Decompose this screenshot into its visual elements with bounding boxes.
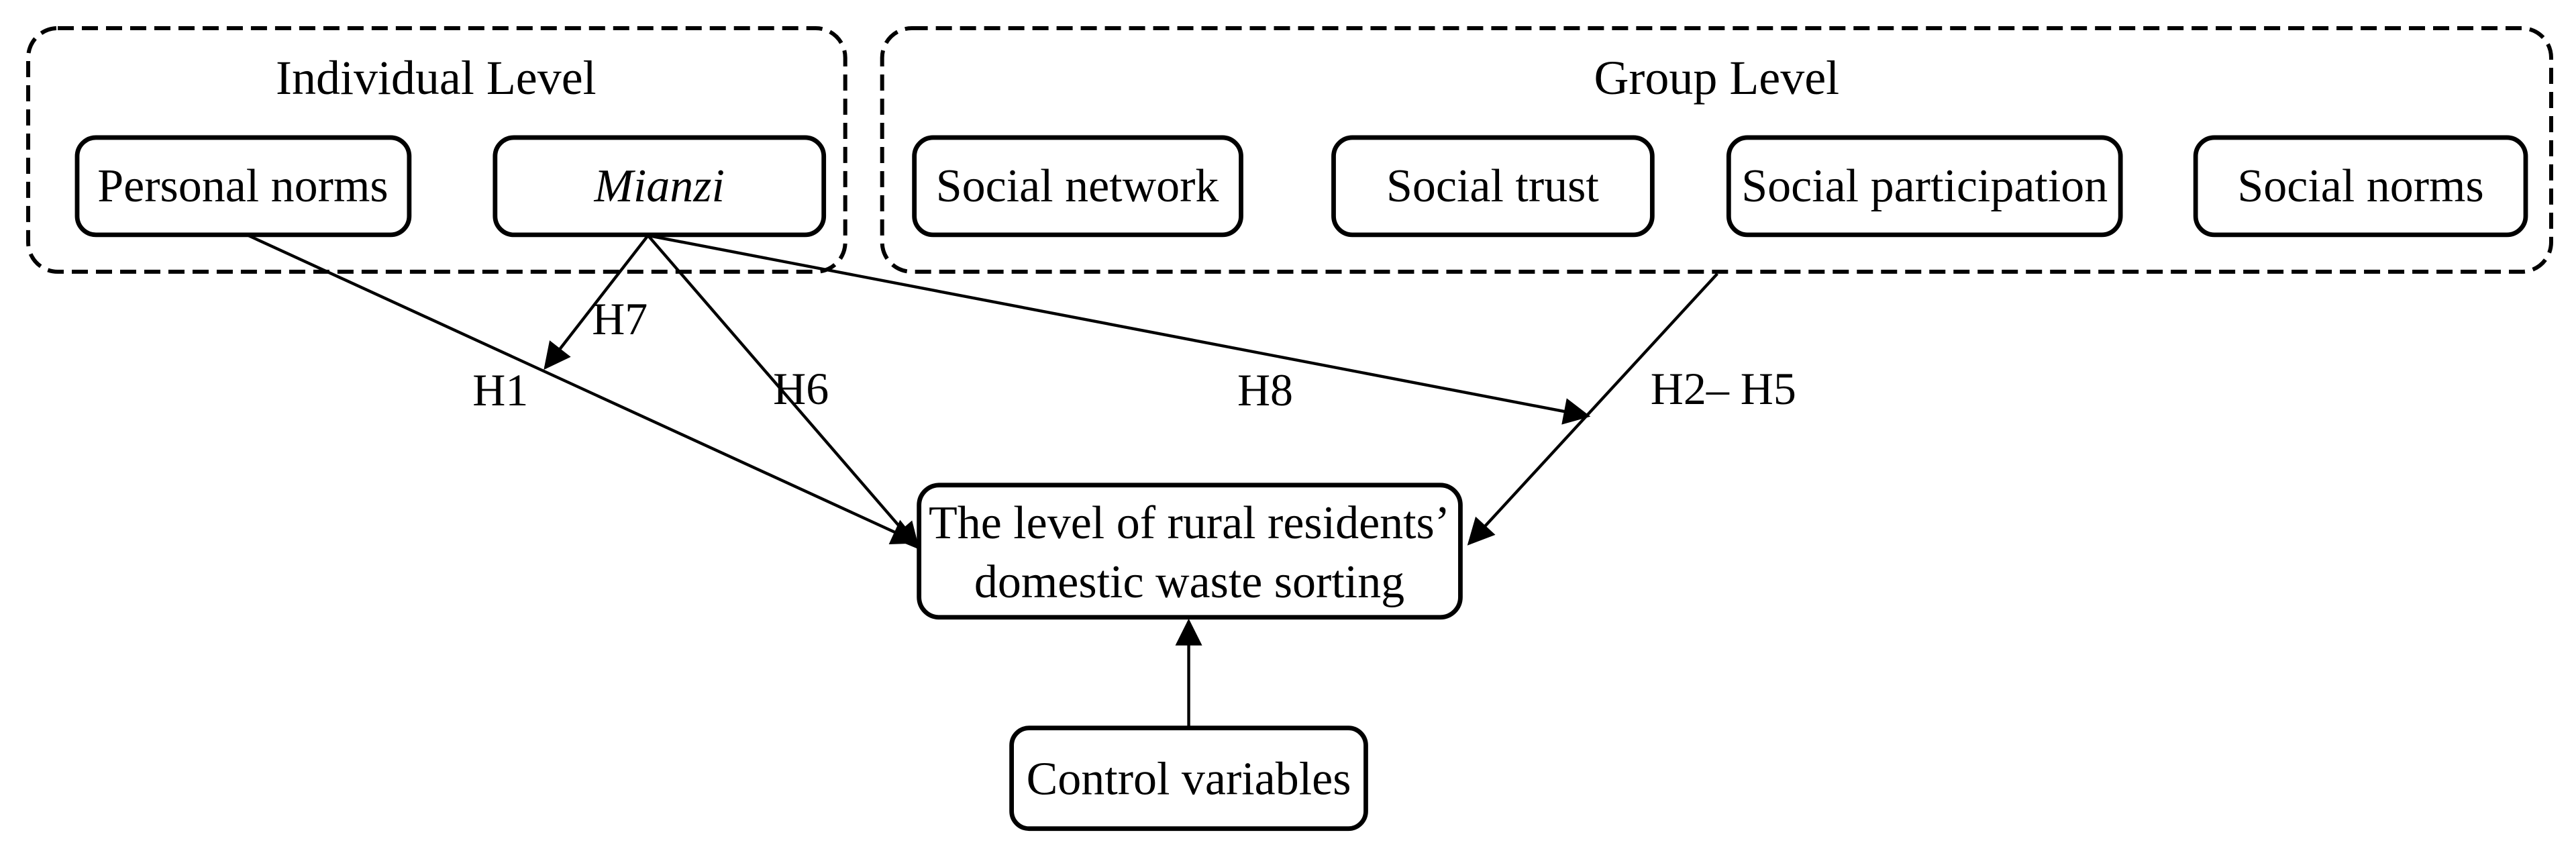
hypothesis-labels: H1 H7 H6 H8 H2– H5 (472, 293, 1796, 415)
social-participation-box: Social participation (1726, 135, 2123, 238)
arrow-h6 (647, 234, 920, 550)
arrow-h1 (246, 233, 919, 544)
h2-h5-label: H2– H5 (1651, 363, 1796, 414)
individual-level-border (26, 26, 847, 274)
mianzi-box: Mianzi (493, 135, 827, 238)
control-variables-border (1009, 725, 1368, 832)
personal-norms-label: Personal norms (97, 160, 388, 212)
social-participation-border (1726, 135, 2123, 238)
outcome-label-line2: domestic waste sorting (974, 556, 1404, 608)
arrow-h8-moderation (648, 234, 1591, 425)
social-norms-border (2193, 135, 2528, 238)
social-network-border (912, 135, 1243, 238)
arrow-h2-h5 (1467, 272, 1718, 546)
social-network-label: Social network (936, 160, 1219, 212)
social-trust-label: Social trust (1386, 160, 1599, 212)
social-norms-label: Social norms (2237, 160, 2483, 212)
social-norms-box: Social norms (2193, 135, 2528, 238)
arrow-h7-moderation (544, 234, 650, 370)
social-trust-box: Social trust (1331, 135, 1655, 238)
control-variables-label: Control variables (1027, 754, 1351, 805)
individual-level-title: Individual Level (276, 51, 597, 105)
group-level-border (880, 26, 2553, 274)
h6-label: H6 (773, 363, 829, 414)
personal-norms-box: Personal norms (74, 135, 412, 238)
mianzi-border (493, 135, 827, 238)
group-level-container: Group Level (880, 26, 2553, 274)
social-trust-border (1331, 135, 1655, 238)
h7-label: H7 (592, 293, 648, 344)
mianzi-label: Mianzi (594, 160, 725, 212)
outcome-border (917, 483, 1463, 620)
h1-label: H1 (472, 364, 528, 415)
control-variables-box: Control variables (1009, 725, 1368, 832)
h8-label: H8 (1237, 364, 1293, 415)
outcome-label-line1: The level of rural residents’ (929, 497, 1450, 549)
personal-norms-border (74, 135, 412, 238)
social-participation-label: Social participation (1741, 160, 2108, 212)
outcome-box: The level of rural residents’ domestic w… (917, 483, 1463, 620)
group-level-title: Group Level (1594, 51, 1839, 105)
individual-level-container: Individual Level (26, 26, 847, 274)
social-network-box: Social network (912, 135, 1243, 238)
arrows (246, 233, 1718, 728)
